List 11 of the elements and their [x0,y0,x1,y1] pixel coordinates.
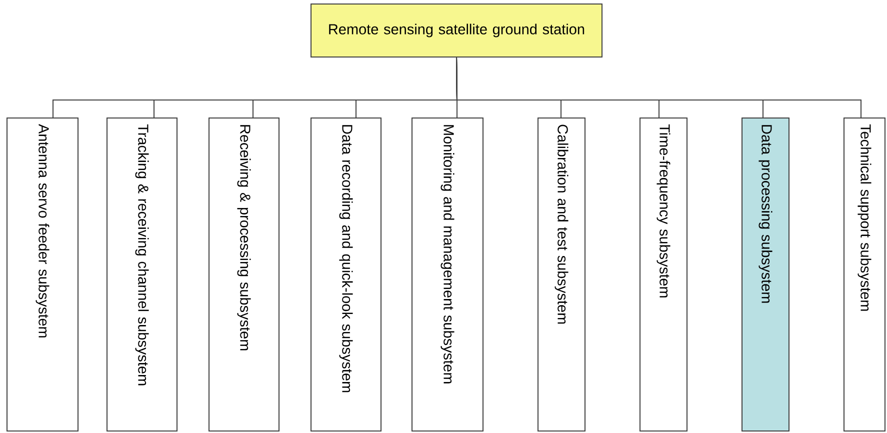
subsystem-box: Time-frequency subsystem [640,118,688,432]
subsystem-box: Data recording and quick-look subsystem [310,118,382,432]
subsystem-box: Technical support subsystem [844,118,886,432]
subsystem-box: Tracking & receiving channel subsystem [106,118,178,432]
connector-line [456,57,862,118]
subsystem-box: Calibration and test subsystem [538,118,586,432]
subsystem-box: Receiving & processing subsystem [208,118,280,432]
subsystem-box: Antenna servo feeder subsystem [6,118,78,432]
subsystem-box: Data processing subsystem [742,118,790,432]
root-box: Remote sensing satellite ground station [310,4,602,58]
subsystem-box: Monitoring and management subsystem [412,118,484,432]
